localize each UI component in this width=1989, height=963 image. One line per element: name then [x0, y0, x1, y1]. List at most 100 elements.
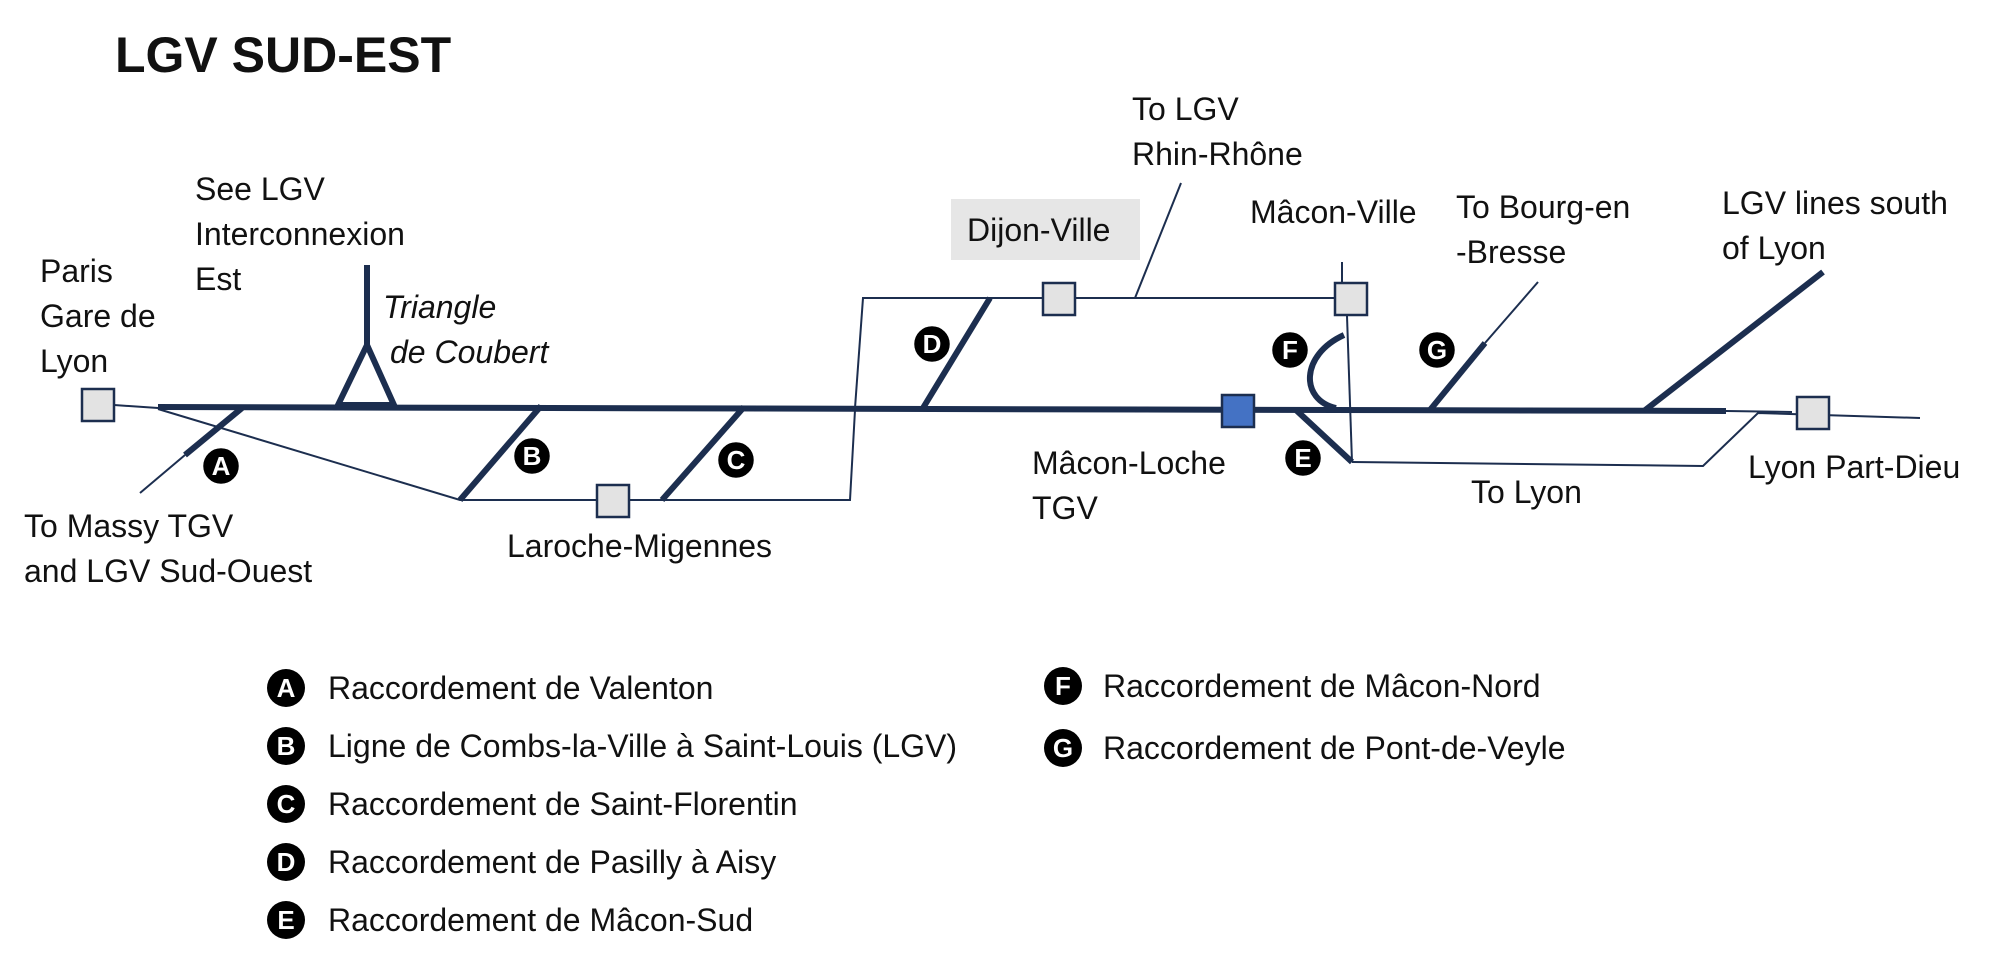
connection-e — [1293, 407, 1355, 465]
legend-letter-a: A — [277, 673, 296, 703]
legend: A Raccordement de Valenton B Ligne de Co… — [267, 667, 1565, 939]
station-paris-gare-de-lyon — [80, 387, 116, 423]
main-line-end-stub — [1725, 410, 1793, 413]
legend-item-b: B Ligne de Combs-la-Ville à Saint-Louis … — [267, 727, 957, 765]
label-interco-line2: Interconnexion — [195, 216, 405, 252]
macon-ville-south-line — [1346, 315, 1353, 463]
triangle-de-coubert — [333, 337, 399, 408]
connection-d — [920, 296, 993, 410]
legend-badge-b — [267, 727, 305, 765]
classic-line-to-lyon — [1351, 411, 1921, 468]
label-massy-line1: To Massy TGV — [24, 508, 234, 544]
label-paris-line3: Lyon — [40, 343, 108, 379]
badge-f-letter: F — [1282, 335, 1298, 365]
legend-item-d: D Raccordement de Pasilly à Aisy — [267, 843, 776, 881]
badge-d-circle — [911, 323, 953, 365]
main-lgv-line — [157, 404, 1727, 414]
label-paris-line1: Paris — [40, 253, 113, 289]
badge-g-letter: G — [1427, 335, 1447, 365]
legend-item-c: C Raccordement de Saint-Florentin — [267, 785, 798, 823]
legend-item-g: G Raccordement de Pont-de-Veyle — [1044, 729, 1565, 767]
station-dijon-ville — [1041, 281, 1077, 317]
label-macon-ville: Mâcon-Ville — [1250, 194, 1417, 230]
label-rhin-line2: Rhin-Rhône — [1132, 136, 1303, 172]
station-macon-ville — [1333, 281, 1369, 317]
legend-text-f: Raccordement de Mâcon-Nord — [1103, 668, 1541, 704]
badge-d: D — [911, 323, 953, 365]
label-bourg-line1: To Bourg-en — [1456, 189, 1630, 225]
connection-f — [1307, 332, 1346, 411]
paris-stub — [113, 404, 159, 409]
badge-a: A — [200, 445, 242, 487]
legend-letter-e: E — [277, 905, 294, 935]
label-dijon-ville: Dijon-Ville — [967, 212, 1110, 248]
legend-text-a: Raccordement de Valenton — [328, 670, 713, 706]
station-macon-loche-tgv — [1220, 393, 1256, 429]
label-interco-line3: Est — [195, 261, 241, 297]
station-lyon-part-dieu — [1795, 395, 1831, 431]
badge-g: G — [1416, 329, 1458, 371]
badge-d-letter: D — [923, 329, 942, 359]
label-loche-line1: Mâcon-Loche — [1032, 445, 1226, 481]
classic-lines — [113, 182, 1921, 501]
legend-badge-g — [1044, 729, 1082, 767]
dijon-label-box — [951, 199, 1140, 260]
label-south-line2: of Lyon — [1722, 230, 1826, 266]
label-rhin-line1: To LGV — [1132, 91, 1239, 127]
legend-text-e: Raccordement de Mâcon-Sud — [328, 902, 753, 938]
label-loche-line2: TGV — [1032, 490, 1098, 526]
bourg-branch-thin — [1484, 281, 1539, 344]
station-laroche-migennes — [595, 483, 631, 519]
label-triangle-line2: de Coubert — [390, 334, 549, 370]
badge-c: C — [715, 439, 757, 481]
legend-text-c: Raccordement de Saint-Florentin — [328, 786, 798, 822]
badge-e: E — [1282, 437, 1324, 479]
badge-c-letter: C — [727, 445, 746, 475]
connection-g — [1427, 341, 1488, 412]
label-lyon-part-dieu: Lyon Part-Dieu — [1748, 449, 1960, 485]
classic-line-to-dijon — [854, 297, 1044, 409]
badge-b-letter: B — [523, 441, 542, 471]
legend-badge-d — [267, 843, 305, 881]
legend-badge-a — [267, 669, 305, 707]
legend-letter-g: G — [1053, 733, 1073, 763]
label-south-line1: LGV lines south — [1722, 185, 1948, 221]
legend-text-b: Ligne de Combs-la-Ville à Saint-Louis (L… — [328, 728, 957, 764]
badge-f: F — [1269, 329, 1311, 371]
massy-branch — [139, 454, 186, 494]
legend-letter-c: C — [277, 789, 296, 819]
legend-badge-e — [267, 901, 305, 939]
badge-b: B — [511, 435, 553, 477]
label-bourg-line2: -Bresse — [1456, 234, 1566, 270]
legend-badge-c — [267, 785, 305, 823]
badge-e-letter: E — [1294, 443, 1311, 473]
connections — [183, 269, 1825, 502]
label-interco-line1: See LGV — [195, 171, 326, 207]
legend-badge-f — [1044, 667, 1082, 705]
legend-item-a: A Raccordement de Valenton — [267, 669, 713, 707]
label-paris-line2: Gare de — [40, 298, 156, 334]
label-laroche-migennes: Laroche-Migennes — [507, 528, 772, 564]
badge-b-circle — [511, 435, 553, 477]
legend-letter-b: B — [277, 731, 296, 761]
badge-f-circle — [1269, 329, 1311, 371]
classic-line-laroche-main — [628, 409, 856, 501]
badge-a-letter: A — [212, 451, 231, 481]
legend-item-f: F Raccordement de Mâcon-Nord — [1044, 667, 1541, 705]
connection-b — [457, 404, 544, 502]
label-triangle-line1: Triangle — [383, 289, 496, 325]
badge-a-circle — [200, 445, 242, 487]
legend-letter-d: D — [277, 847, 296, 877]
lgv-south-branch — [1642, 269, 1825, 414]
badge-e-circle — [1282, 437, 1324, 479]
legend-text-d: Raccordement de Pasilly à Aisy — [328, 844, 776, 880]
diagram-title: LGV SUD-EST — [115, 27, 451, 83]
legend-text-g: Raccordement de Pont-de-Veyle — [1103, 730, 1565, 766]
rhin-rhone-link — [1134, 182, 1182, 299]
legend-letter-f: F — [1055, 671, 1071, 701]
badge-c-circle — [715, 439, 757, 481]
label-massy-line2: and LGV Sud-Ouest — [24, 553, 312, 589]
legend-item-e: E Raccordement de Mâcon-Sud — [267, 901, 753, 939]
badge-g-circle — [1416, 329, 1458, 371]
